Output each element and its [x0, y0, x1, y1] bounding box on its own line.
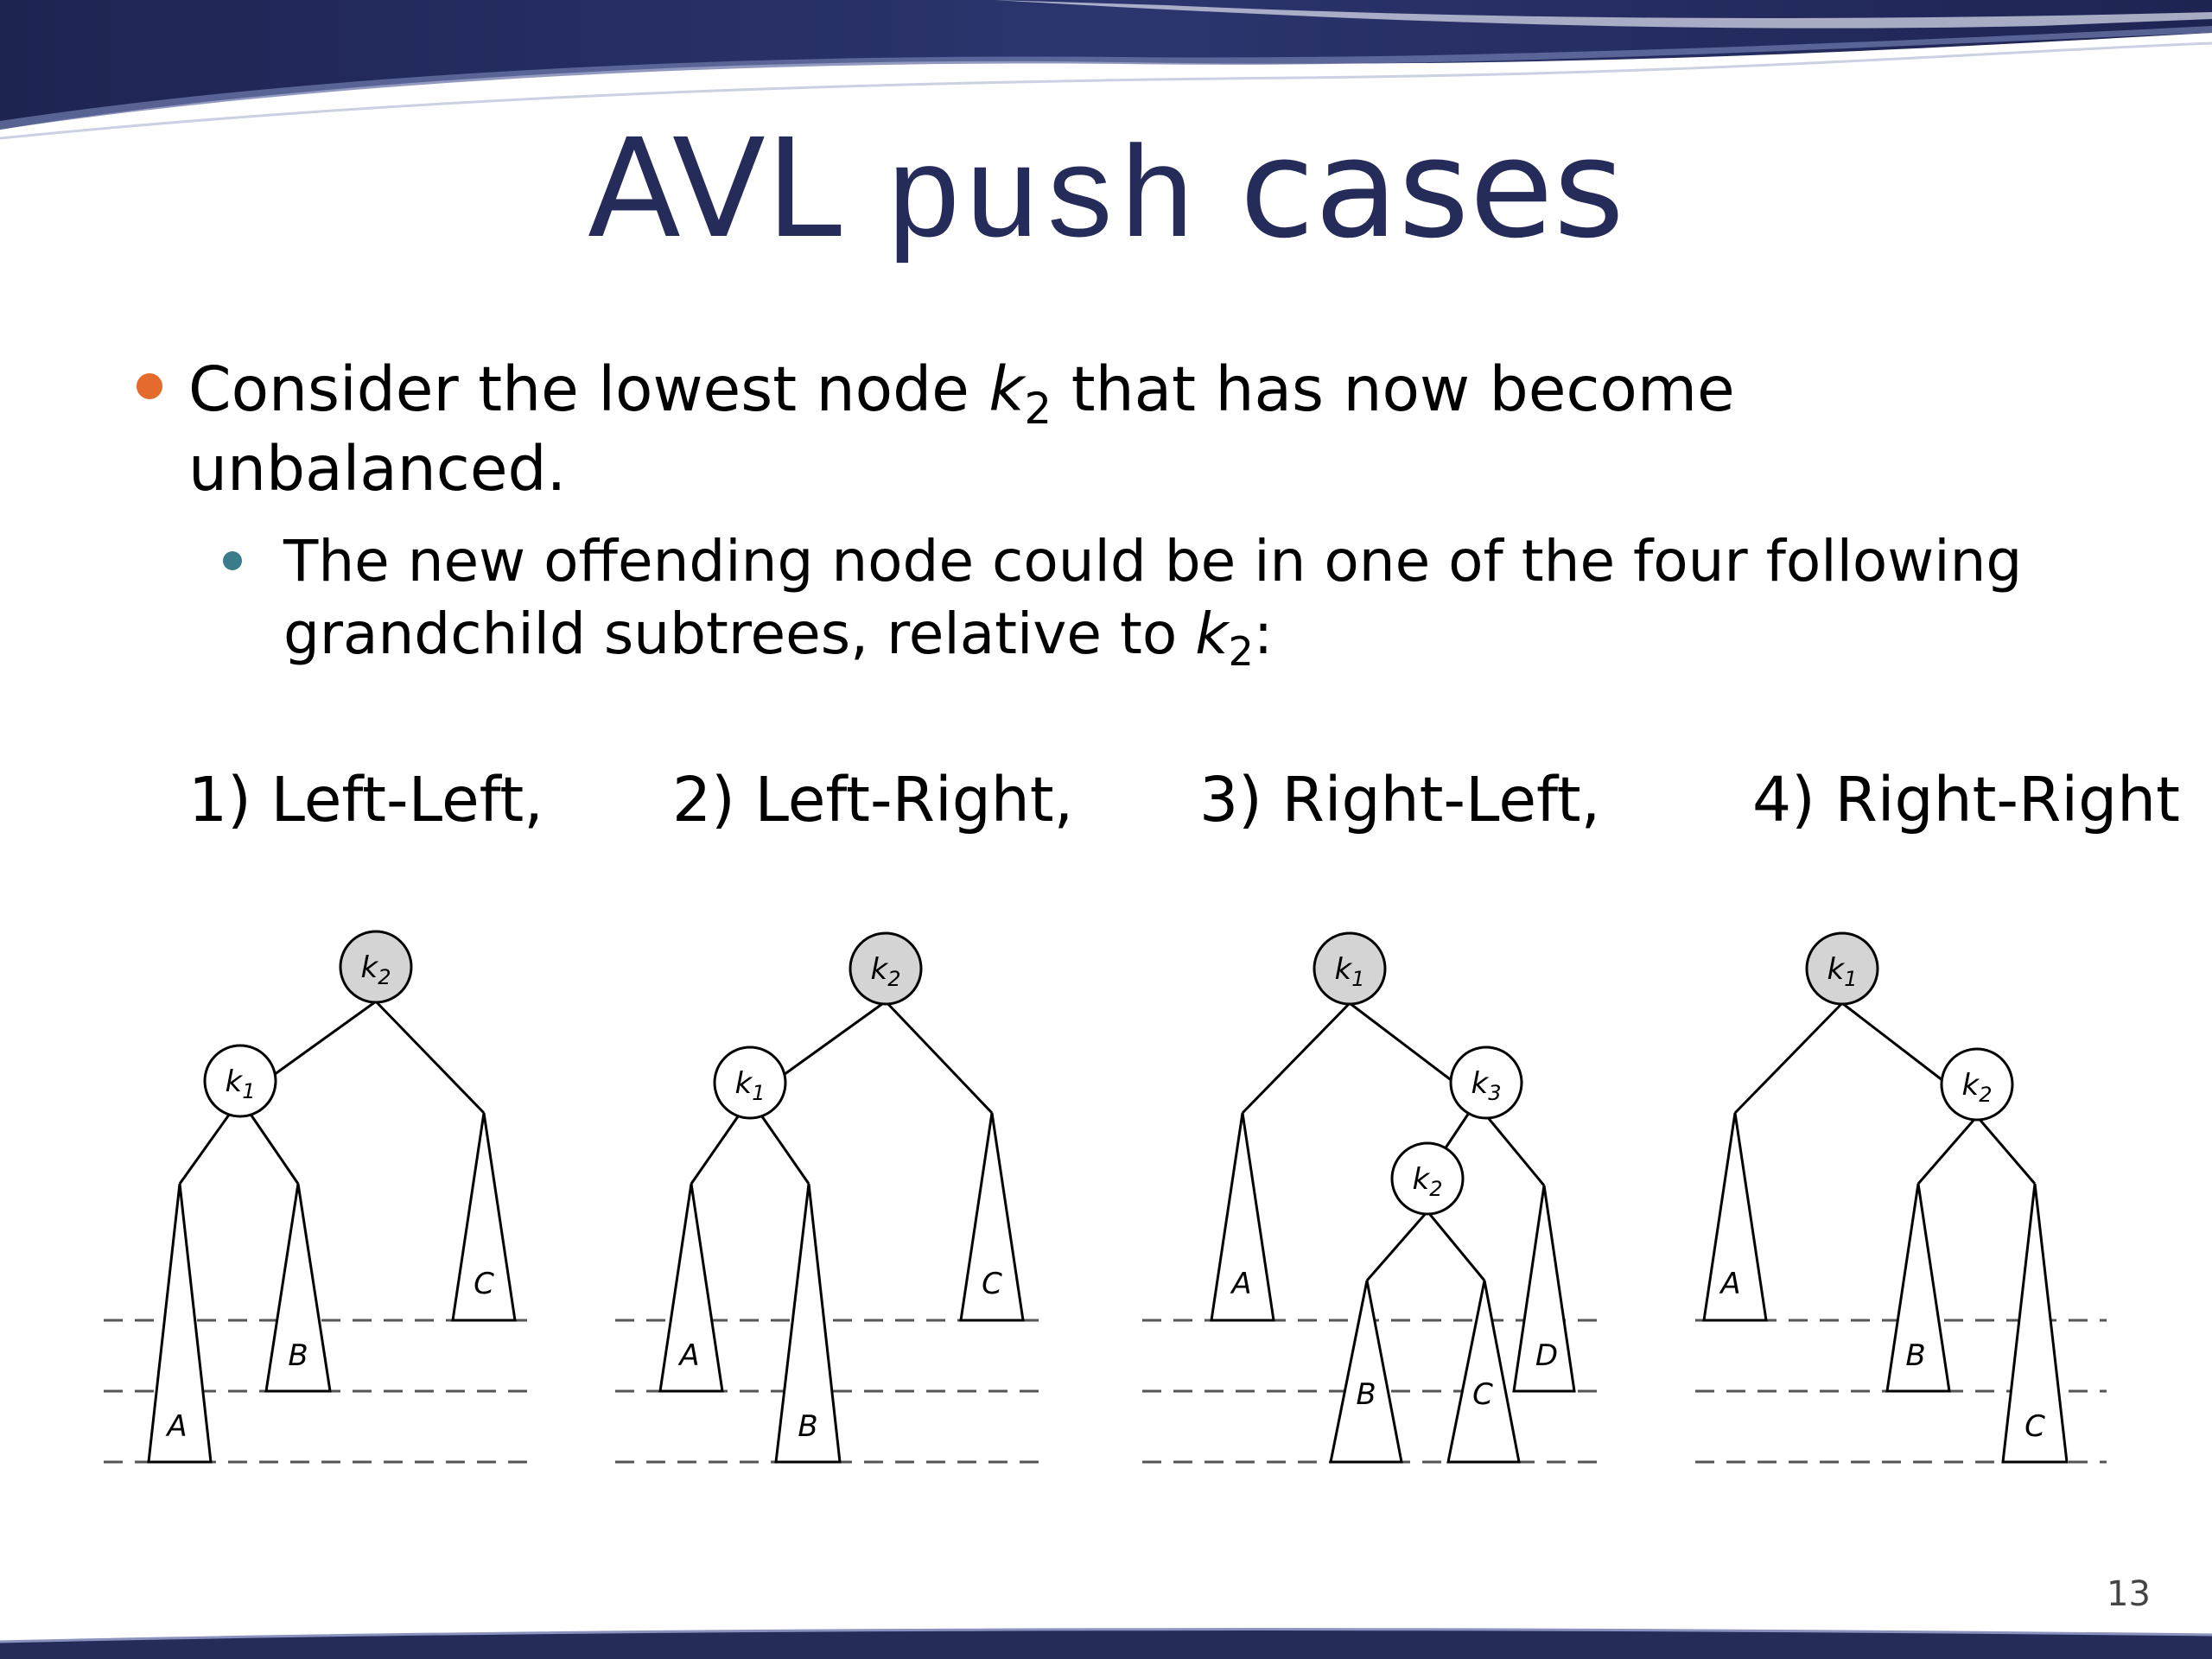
subtree-A: [147, 1183, 213, 1464]
label-B: B: [798, 1409, 817, 1444]
title-part1: AVL: [587, 110, 842, 269]
title-part2: push: [885, 129, 1197, 276]
node-label-root: k1: [1827, 952, 1858, 991]
subtree-C: [1446, 1280, 1521, 1464]
label-A: A: [165, 1409, 187, 1444]
tree-right-left: k1 k3 k2 A B C D: [1142, 931, 1605, 1464]
node-child: [713, 1046, 787, 1120]
subtree-A: [658, 1183, 724, 1393]
bullet-1-text-b: that has now become: [1052, 353, 1735, 425]
label-A: A: [1719, 1267, 1740, 1301]
label-A: A: [677, 1338, 699, 1373]
bullet-1-cont: unbalanced.: [188, 433, 567, 505]
label-A: A: [1230, 1267, 1251, 1301]
subtree-C: [451, 1112, 517, 1322]
label-B: B: [288, 1338, 308, 1373]
case-label-4: 4) Right-Right: [1752, 764, 2180, 836]
footer-banner: [0, 1628, 2212, 1659]
node-child: [203, 1044, 277, 1118]
bullet-1-text-a: Consider the lowest node: [188, 353, 989, 425]
subtree-A: [1210, 1112, 1275, 1322]
tree-left-right: k2 k1 A B C: [615, 931, 1046, 1464]
label-B: B: [1356, 1377, 1376, 1412]
node-grandchild: [1390, 1141, 1465, 1216]
case-label-2: 2) Left-Right,: [672, 764, 1074, 836]
bullet-1-var: k: [988, 353, 1025, 425]
node-label-child: k1: [226, 1065, 256, 1103]
case-label-3: 3) Right-Left,: [1199, 764, 1601, 836]
tree-left-left: k2 k1 A B C: [104, 930, 536, 1464]
node-label-child: k1: [735, 1066, 766, 1105]
subtree-B: [1885, 1183, 1951, 1393]
node-label-root: k2: [361, 950, 391, 989]
avl-cases-diagram: k2 k1 A B C k2 k1 A B C: [104, 930, 2107, 1464]
node-root: [1313, 931, 1387, 1006]
bullet-1: Consider the lowest node k2 that has now…: [188, 350, 1735, 448]
title-part3: cases: [1239, 110, 1625, 269]
bullet-2-cont-a: grandchild subtrees, relative to: [283, 601, 1196, 667]
node-label-grandchild: k2: [1413, 1162, 1443, 1201]
bullet-1-sub: 2: [1024, 383, 1052, 434]
subtree-A: [1702, 1112, 1768, 1322]
bullet-2-cont-b: :: [1253, 601, 1274, 667]
subtree-C: [959, 1112, 1025, 1322]
label-D: D: [1535, 1338, 1558, 1373]
subtree-B: [1329, 1280, 1403, 1464]
bullet-2-var: k: [1195, 601, 1229, 667]
bullet-marker-2: [223, 551, 242, 570]
node-root: [849, 931, 923, 1006]
label-C: C: [474, 1267, 494, 1301]
node-label-root: k2: [871, 952, 901, 991]
node-root: [1805, 931, 1879, 1006]
node-label-child: k2: [1962, 1068, 1993, 1107]
label-C: C: [982, 1267, 1002, 1301]
subtree-D: [1512, 1185, 1576, 1393]
page-title: AVL push cases: [0, 121, 2212, 267]
node-root: [339, 930, 413, 1004]
label-C: C: [2024, 1409, 2045, 1444]
bullet-2-sub: 2: [1228, 627, 1254, 675]
subtree-C: [2001, 1183, 2069, 1464]
label-B: B: [1905, 1338, 1925, 1373]
node-label-root: k1: [1335, 952, 1365, 991]
case-label-1: 1) Left-Left,: [188, 764, 543, 836]
node-right-child: [1449, 1046, 1523, 1120]
tree-right-right: k1 k2 A B C: [1695, 931, 2107, 1464]
node-label-right-child: k3: [1471, 1066, 1502, 1105]
bullet-2-cont: grandchild subtrees, relative to k2:: [283, 598, 1273, 688]
bullet-2: The new offending node could be in one o…: [283, 528, 2023, 594]
node-child: [1940, 1047, 2014, 1122]
header-banner: [0, 0, 2212, 140]
subtree-B: [264, 1183, 332, 1393]
page-number: 13: [2107, 1574, 2151, 1614]
bullet-marker-1: [137, 373, 162, 399]
label-C: C: [1472, 1377, 1493, 1412]
subtree-B: [774, 1183, 842, 1464]
